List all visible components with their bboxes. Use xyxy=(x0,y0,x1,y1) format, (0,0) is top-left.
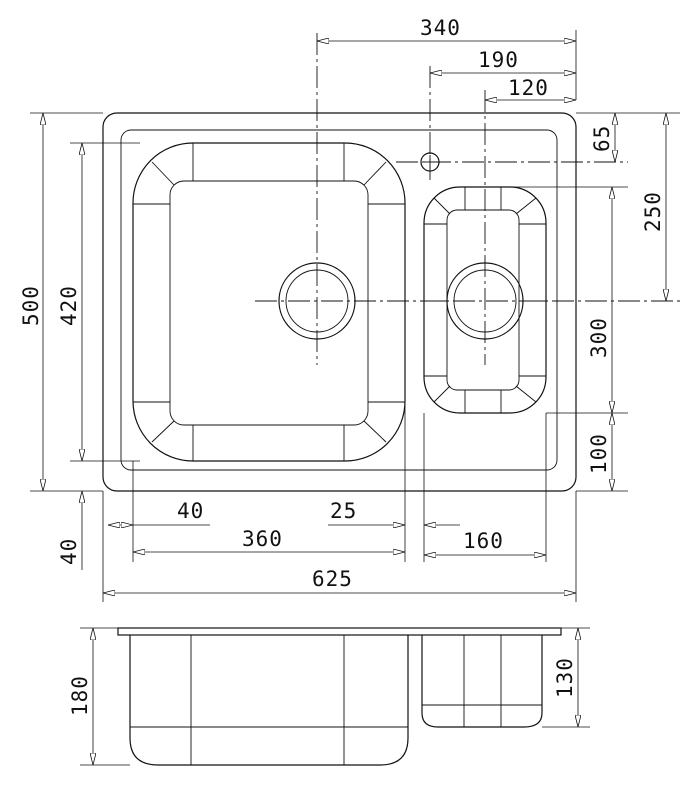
dim-180: 180 xyxy=(68,675,92,716)
dimension-labels: 340 190 120 65 250 300 100 500 420 40 40… xyxy=(19,16,665,716)
top-view xyxy=(102,33,680,492)
dim-160: 160 xyxy=(463,529,504,553)
outer-flange xyxy=(102,112,577,492)
dimension-lines xyxy=(30,30,680,602)
dim-25: 25 xyxy=(330,499,357,523)
side-view-large-bowl xyxy=(129,635,409,766)
dim-500: 500 xyxy=(19,285,43,326)
side-view-rim xyxy=(117,627,562,636)
dim-left-40: 40 xyxy=(57,538,81,565)
dim-340: 340 xyxy=(420,16,461,40)
inner-frame xyxy=(120,129,558,471)
dim-120: 120 xyxy=(508,76,549,100)
dim-625: 625 xyxy=(312,567,353,591)
dim-420: 420 xyxy=(57,285,81,326)
dim-250: 250 xyxy=(641,191,665,232)
dim-65: 65 xyxy=(590,125,614,152)
large-bowl xyxy=(132,142,406,462)
side-view xyxy=(80,627,590,766)
dim-360: 360 xyxy=(242,527,283,551)
dim-bottom-40: 40 xyxy=(177,499,204,523)
dim-100: 100 xyxy=(587,433,611,474)
dim-130: 130 xyxy=(553,657,577,698)
side-view-small-bowl xyxy=(421,635,543,728)
dim-300: 300 xyxy=(587,317,611,358)
center-lines xyxy=(255,33,680,365)
dim-190: 190 xyxy=(478,48,519,72)
